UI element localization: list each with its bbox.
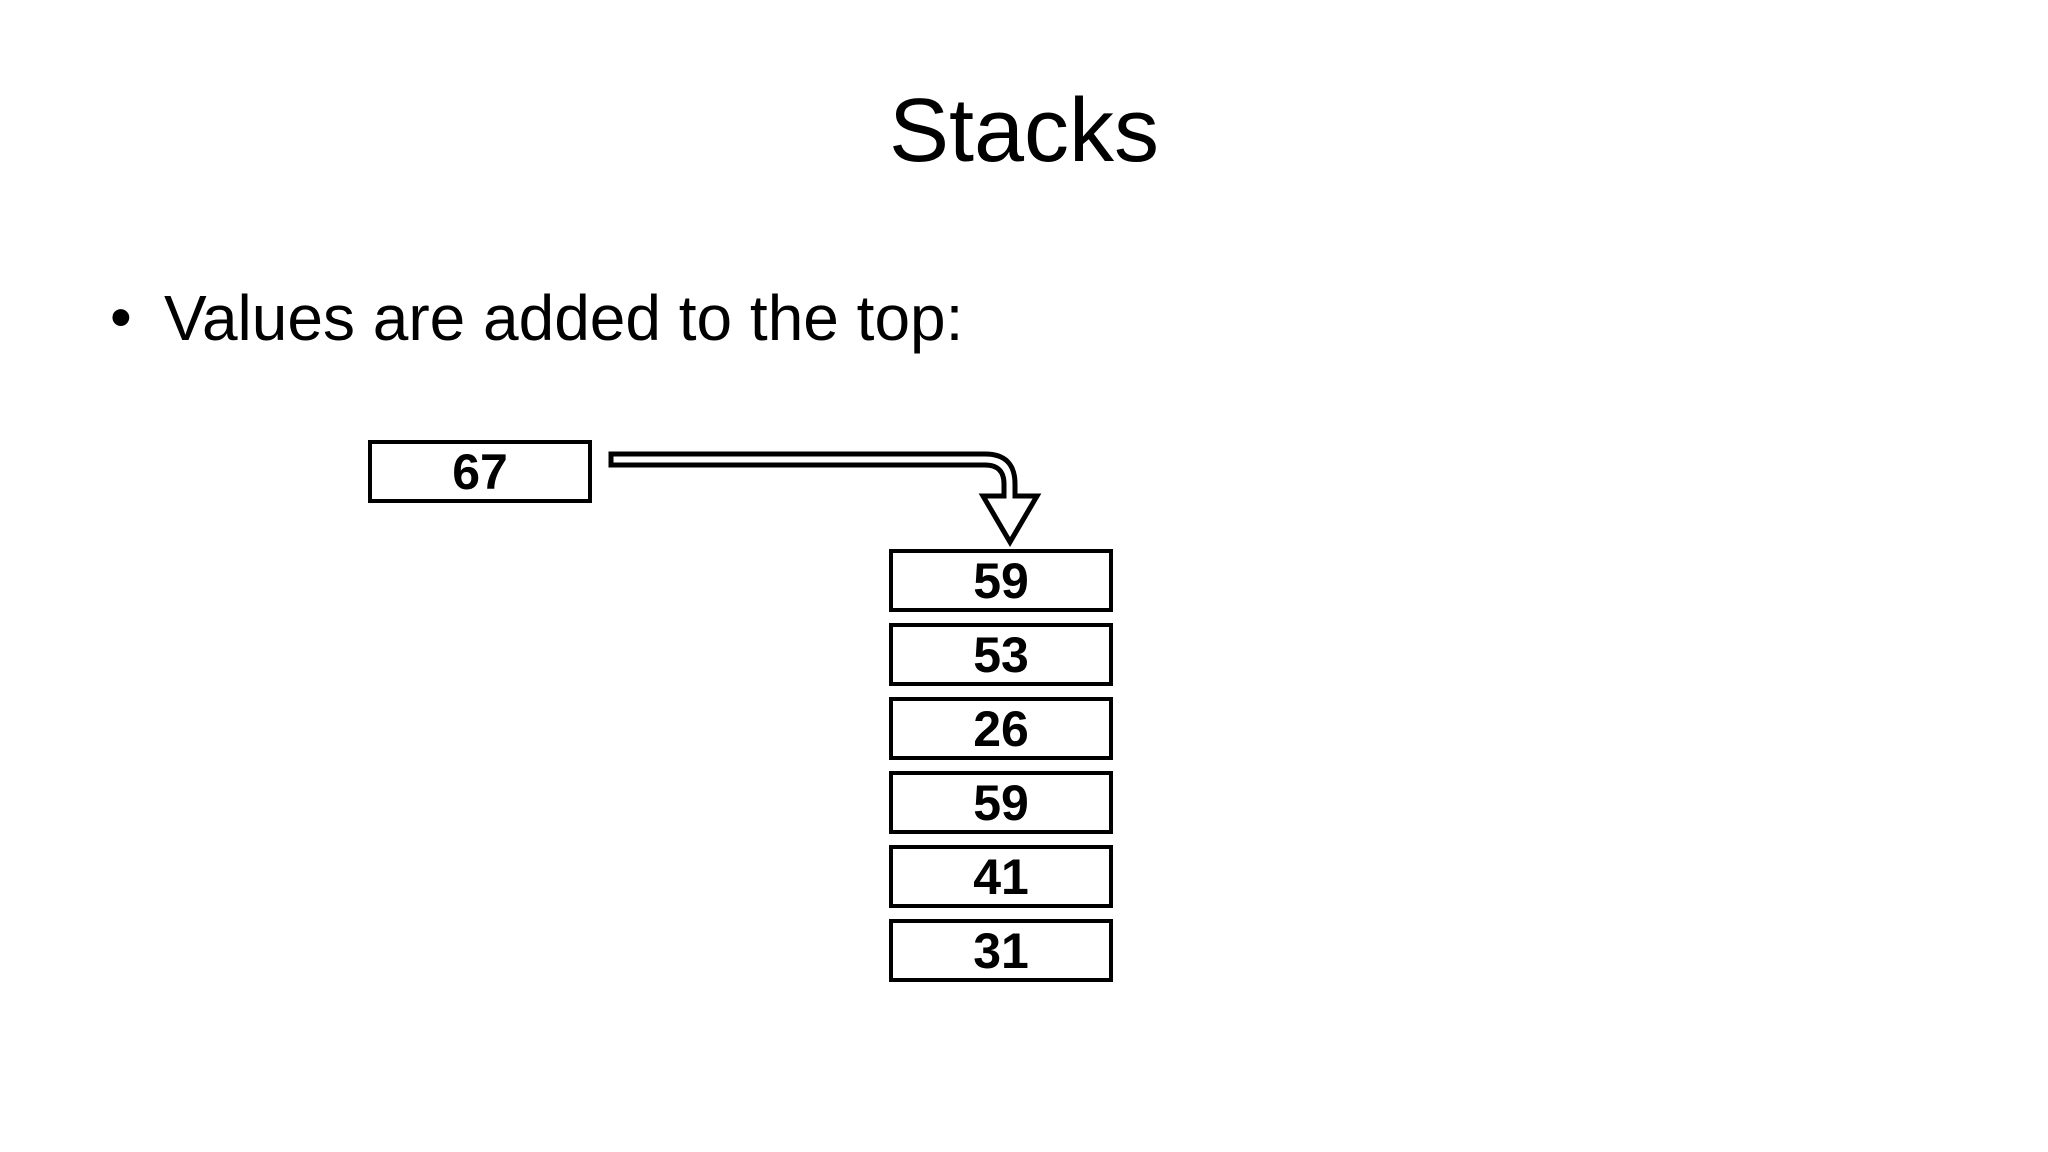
incoming-value-box: 67 <box>368 440 592 503</box>
stack-cell: 41 <box>889 845 1113 908</box>
stack-container: 59 53 26 59 41 31 <box>889 549 1113 982</box>
stack-cell-value: 59 <box>973 552 1029 609</box>
bullet-list-item: • Values are added to the top: <box>110 282 964 354</box>
stack-cell-value: 53 <box>973 626 1029 683</box>
stack-cell: 31 <box>889 919 1113 982</box>
bullet-marker-icon: • <box>110 283 132 352</box>
stack-cell-value: 59 <box>973 774 1029 831</box>
stack-cell-value: 41 <box>973 848 1029 905</box>
bullet-text: Values are added to the top: <box>164 282 964 354</box>
incoming-value-label: 67 <box>452 443 508 500</box>
stack-cell-value: 31 <box>973 922 1029 979</box>
stack-cell: 53 <box>889 623 1113 686</box>
page-title: Stacks <box>888 81 1160 181</box>
stack-cell: 59 <box>889 549 1113 612</box>
stack-cell: 59 <box>889 771 1113 834</box>
stack-cell-value: 26 <box>973 700 1029 757</box>
elbow-arrow-shape <box>608 451 1042 547</box>
stack-cell: 26 <box>889 697 1113 760</box>
elbow-arrow-down-icon <box>605 444 1042 554</box>
